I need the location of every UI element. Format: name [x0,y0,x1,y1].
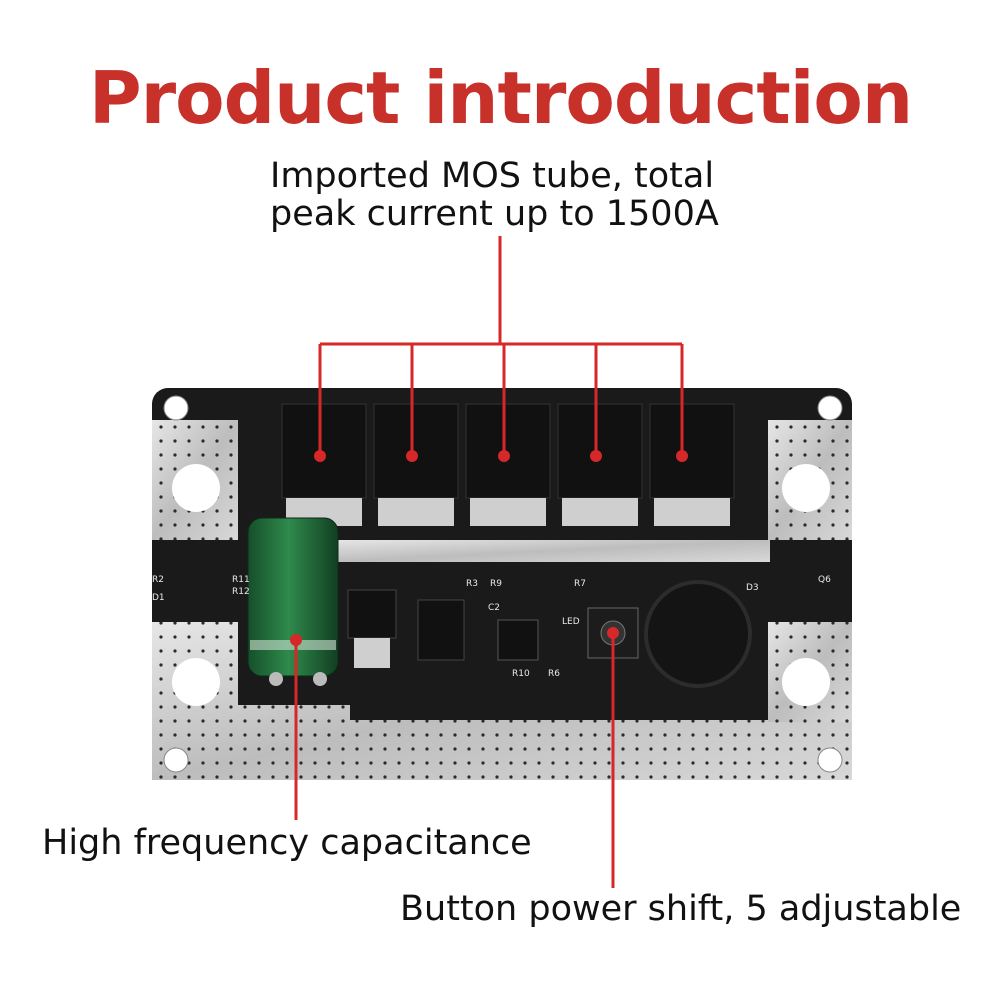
controller-ic [497,619,539,661]
switch-chip [417,599,465,661]
silk-r2: R2 [152,575,164,585]
silk-q6: Q6 [818,575,831,585]
terminal-hole [172,658,220,706]
buzzer [644,580,752,688]
terminal-hole [172,464,220,512]
copper-strip-middle [330,540,770,562]
silk-r9: R9 [490,579,502,589]
terminal-hole [782,464,830,512]
mos-tube [557,403,643,526]
voltage-regulator [347,589,397,668]
mos-tube [465,403,551,526]
leader-dots [290,450,688,646]
silk-c2: C2 [488,603,500,613]
mos-tube [281,403,367,526]
silk-r6: R6 [548,669,560,679]
silk-led: LED [562,617,580,627]
leader-lines [294,236,684,888]
mos-tube [373,403,459,526]
mount-hole [163,747,189,773]
mos-callout-line-1: Imported MOS tube, total [270,156,715,196]
capacitance-callout: High frequency capacitance [42,823,532,863]
mount-hole [817,747,843,773]
silk-r12: R12 [232,587,250,597]
silk-r11: R11 [232,575,250,585]
silk-d3: D3 [746,583,759,593]
copper-pad-bottom [152,622,852,780]
mount-hole [817,395,843,421]
terminal-hole [782,658,830,706]
mos-callout-line-2: peak current up to 1500A [270,194,719,234]
mos-tube-callout: Imported MOS tube, total peak current up… [270,157,719,233]
capacitor [247,517,339,686]
button-callout: Button power shift, 5 adjustable [400,889,962,929]
silk-r10: R10 [512,669,530,679]
silk-d1: D1 [152,593,165,603]
silk-r3: R3 [466,579,478,589]
page-title: Product introduction [88,56,913,140]
mount-hole [163,395,189,421]
silk-r7: R7 [574,579,586,589]
mos-tube [649,403,735,526]
mos-tubes [281,403,735,526]
